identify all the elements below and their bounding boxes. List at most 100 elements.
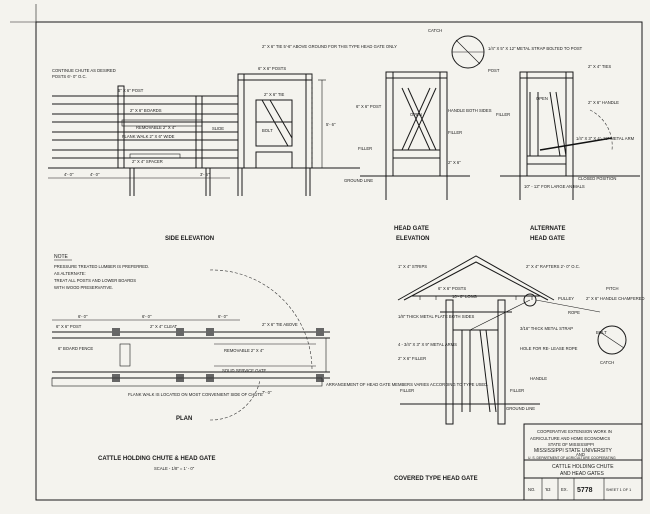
se-continue-label: CONTINUE CHUTE AS DESIRED: [52, 68, 116, 73]
note-line-2: AS ALTERNATE:: [54, 271, 86, 276]
se-dim-4-0-b: 4'- 0": [64, 172, 74, 177]
chg-metal-plate-label: 1/8" THICK METAL PLATE BOTH SIDES: [398, 314, 474, 319]
hg-post-label: POST: [488, 68, 500, 73]
plan-arrangement-label: ARRANGEMENT OF HEAD GATE MEMBERS VARIES …: [326, 382, 488, 387]
drawing-title: CATTLE HOLDING CHUTE & HEAD GATE: [98, 456, 215, 462]
plan-dim-7-0: 7'- 0": [262, 390, 272, 395]
plan-view: [51, 269, 330, 421]
plan-cleat-label: 2" X 4" CLEAT: [150, 324, 178, 329]
plan-dim-6-0-b: 6'- 0": [142, 314, 152, 319]
se-posts6-label: 6" X 6" POSTS: [258, 66, 286, 71]
se-flank-walk-label: FLANK WALK 2" X 6" WIDE: [122, 134, 175, 139]
se-dim-3-6: 3'- 6": [200, 172, 210, 177]
chg-filler-right-label: FILLER: [510, 388, 524, 393]
note-heading: NOTE: [54, 254, 69, 260]
tb-line-1: COOPERATIVE EXTENSION WORK IN: [537, 429, 612, 434]
hg-filler-left-label: FILLER: [358, 146, 372, 151]
title-block: [523, 423, 643, 501]
note-line-4: WITH WOOD PRESERVATIVE.: [54, 285, 113, 290]
plan-flank-walk-label: FLANK WALK IS LOCATED ON MOST CONVENIENT…: [128, 392, 263, 397]
hg-ground-label: GROUND LINE: [344, 178, 373, 183]
plan-removable-label: REMOVABLE 2" X 4": [224, 348, 264, 353]
se-dim-5-6: 5'- 6": [326, 122, 336, 127]
note-line-3: TREAT ALL POSTS AND LOWER BOARDS: [54, 278, 136, 283]
se-tie-above-label: 2" X 6" TIE 5'-6" ABOVE GROUND FOR THIS …: [262, 44, 397, 49]
ahg-handle-label: 2" X 6" HANDLE: [588, 100, 619, 105]
chg-catch-label: CATCH: [600, 360, 614, 365]
tb-line-3: STATE OF MISSISSIPPI: [548, 442, 594, 447]
tb-line-2: AGRICULTURE AND HOME ECONOMICS: [530, 436, 610, 441]
hg-handle-label: HANDLE BOTH SIDES: [448, 108, 492, 113]
hg-strap-label: 1/4" X 5" X 12" METAL STRAP BOLTED TO PO…: [488, 46, 583, 51]
ahg-metal-arm-label: 1/4" X 3" X 4'- 10" METAL ARM: [576, 136, 635, 141]
tb-no-value: '63: [545, 487, 551, 492]
chg-bolt-label: BOLT: [596, 330, 607, 335]
ahg-closed-label: CLOSED POSITION: [578, 176, 616, 181]
tb-sheet: SHEET 1 OF 1: [606, 488, 631, 492]
plan-dim-6-0-a: 6'- 0": [78, 314, 88, 319]
plan-solid-gate-label: SOLID SERVICE GATE: [222, 368, 266, 373]
tb-drawing-title-2: AND HEAD GATES: [560, 471, 604, 477]
chg-strips-label: 1" X 4" STRIPS: [398, 264, 427, 269]
ahg-large-animals-label: 10" - 12" FOR LARGE ANIMALS: [524, 184, 585, 189]
hg-post6-label: 6" X 6" POST: [356, 104, 382, 109]
drawing-scale: SCALE - 1/8" = 1' - 0": [154, 466, 195, 471]
tb-ex-value: 5778: [577, 487, 593, 494]
plan-dim-6-0-c: 6'- 0": [218, 314, 228, 319]
se-posts-label: POSTS 6'- 0" O.C.: [52, 74, 87, 79]
covered-head-gate-view: [397, 255, 627, 425]
chg-metal-strap-label: 3/16" THICK METAL STRAP: [520, 326, 573, 331]
chg-ground-label: GROUND LINE: [506, 406, 535, 411]
ahg-ties-label: 2" X 4" TIES: [588, 64, 611, 69]
tb-drawing-title-1: CATTLE HOLDING CHUTE: [552, 464, 614, 470]
hg-catch-label: CATCH: [428, 28, 442, 33]
chg-pulley-label: PULLEY: [558, 296, 574, 301]
hg-title-1: HEAD GATE: [394, 226, 429, 232]
chg-pitch-label: PITCH: [606, 286, 619, 291]
ahg-filler-label: FILLER: [496, 112, 510, 117]
tb-line-6: U. S. DEPARTMENT OF AGRICULTURE COOPERAT…: [528, 456, 616, 460]
plan-post-label: 6" X 6" POST: [56, 324, 82, 329]
se-spacer-label: 2" X 4" SPACER: [132, 159, 163, 164]
se-bolt-label: BOLT: [262, 128, 273, 133]
tb-no-label: NO.: [528, 487, 535, 492]
tb-line-5: AND: [576, 452, 585, 457]
note-line-1: PRESSURE TREATED LUMBER IS PREFERRED.: [54, 264, 149, 269]
hg-filler-label: FILLER: [448, 130, 462, 135]
hg-title-2: ELEVATION: [396, 236, 429, 242]
sheet-border: [35, 21, 643, 501]
chg-filler-label: FILLER: [400, 388, 414, 393]
note-block: NOTE PRESSURE TREATED LUMBER IS PREFERRE…: [54, 254, 149, 290]
hg-open-label: OPEN: [410, 112, 422, 117]
tb-ex-label: EX.: [561, 487, 568, 492]
chg-handle-chamfered-label: 2" X 6" HANDLE CHAMFERED: [586, 296, 645, 301]
se-removable-label: REMOVABLE 2" X 4": [136, 125, 176, 130]
ahg-title-1: ALTERNATE: [530, 226, 565, 232]
se-dim-4-0-a: 4'- 0": [90, 172, 100, 177]
plan-fence-label: 6" BOARD FENCE: [58, 346, 93, 351]
hg-2x6-label: 2" X 6": [448, 160, 461, 165]
tb-line-4: MISSISSIPPI STATE UNIVERSITY: [534, 448, 613, 454]
se-post-label: 6" X 6" POST: [118, 88, 144, 93]
chg-posts-label: 6" X 6" POSTS: [438, 286, 466, 291]
head-gate-elevation-view: [360, 35, 485, 200]
chg-long-label: 10'- 0" LONG: [452, 294, 477, 299]
se-slide-label: SLIDE: [212, 126, 224, 131]
plan-title: PLAN: [176, 416, 192, 422]
side-elevation-title: SIDE ELEVATION: [165, 236, 214, 242]
chg-filler-2x6-label: 2" X 6" FILLER: [398, 356, 426, 361]
side-elevation-view: [48, 73, 360, 196]
se-boards-label: 2" X 6" BOARDS: [130, 108, 162, 113]
ahg-open-label: OPEN: [536, 96, 548, 101]
se-tie-label: 2" X 6" TIE: [264, 92, 285, 97]
chg-rafters-label: 2" X 4" RAFTERS 2'- 0" O.C.: [526, 264, 580, 269]
chg-handle-label: HANDLE: [530, 376, 547, 381]
chg-metal-arms-label: 4 - 3/4" X 3" X 9" METAL ARMS: [398, 342, 457, 347]
chg-hole-label: HOLE FOR RE- LEASE ROPE: [520, 346, 578, 351]
plan-tie-above-label: 2" X 6" TIE ABOVE: [262, 322, 298, 327]
chg-title: COVERED TYPE HEAD GATE: [394, 476, 478, 482]
ahg-title-2: HEAD GATE: [530, 236, 565, 242]
alternate-head-gate-view: [500, 71, 640, 200]
chg-rope-label: ROPE: [568, 310, 580, 315]
